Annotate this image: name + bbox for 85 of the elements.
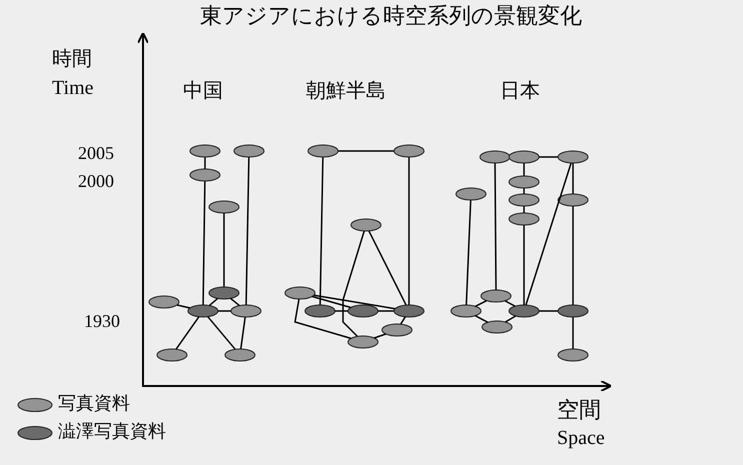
connector-line — [539, 310, 558, 312]
connector-line — [314, 294, 396, 310]
photo-ellipse — [393, 144, 425, 158]
photo-ellipse — [233, 144, 265, 158]
photo-ellipse — [450, 304, 482, 318]
connector-line — [335, 310, 348, 312]
photo-ellipse — [557, 348, 589, 362]
photo-ellipse — [508, 212, 540, 226]
connector-line — [245, 156, 250, 306]
photo-ellipse — [224, 348, 256, 362]
connector-line — [474, 315, 488, 323]
connector-line — [523, 188, 525, 194]
connector-line — [539, 156, 558, 158]
connector-line — [207, 316, 236, 350]
axis-label: 時間 — [52, 48, 92, 68]
connector-line — [378, 310, 394, 312]
region-label: 日本 — [500, 80, 540, 100]
photo-ellipse — [381, 323, 413, 337]
axis-label: Space — [557, 428, 605, 448]
region-label: 朝鮮半島 — [306, 80, 386, 100]
photo-ellipse — [230, 304, 262, 318]
photo-ellipse — [455, 187, 487, 201]
photo-ellipse — [189, 168, 221, 182]
photo-ellipse — [156, 348, 188, 362]
connector-line — [572, 317, 574, 349]
photo-ellipse — [347, 335, 379, 349]
legend-text: 写真資料 — [58, 395, 130, 413]
photo-ellipse — [557, 193, 589, 207]
dark-photo-ellipse — [347, 304, 379, 318]
connector-line — [342, 230, 365, 337]
dark-photo-ellipse — [304, 304, 336, 318]
connector-line — [319, 156, 324, 306]
photo-ellipse — [508, 193, 540, 207]
year-label: 1930 — [84, 312, 120, 330]
photo-ellipse — [284, 286, 316, 300]
connector-line — [494, 163, 497, 290]
dark-photo-ellipse — [187, 304, 219, 318]
connector-line — [523, 163, 525, 176]
connector-line — [312, 296, 351, 308]
connector-line — [175, 316, 200, 350]
photo-ellipse — [508, 175, 540, 189]
legend-text: 澁澤写真資料 — [58, 423, 166, 441]
connector-line — [504, 300, 516, 307]
connector-line — [230, 298, 240, 306]
diagram-title: 東アジアにおける時空系列の景観変化 — [200, 6, 582, 28]
connector-line — [408, 157, 410, 305]
connector-line — [523, 225, 525, 305]
axis-label: 空間 — [557, 400, 601, 422]
connector-line — [218, 310, 231, 312]
dark-photo-ellipse — [208, 286, 240, 300]
region-label: 中国 — [183, 80, 223, 100]
connector-line — [202, 180, 206, 306]
connector-line — [400, 316, 406, 325]
axis-label: Time — [52, 78, 94, 98]
photo-ellipse — [208, 200, 240, 214]
photo-ellipse — [189, 144, 221, 158]
photo-ellipse — [480, 289, 512, 303]
connector-line — [204, 157, 206, 169]
photo-ellipse — [508, 150, 540, 164]
photo-ellipse — [479, 150, 511, 164]
connector-line — [240, 316, 246, 350]
photo-ellipse — [557, 150, 589, 164]
connector-line — [505, 315, 516, 323]
connector-line — [466, 200, 472, 306]
photo-ellipse — [148, 295, 180, 309]
dark-photo-ellipse — [557, 304, 589, 318]
year-label: 2005 — [78, 144, 114, 162]
photo-ellipse — [481, 320, 513, 334]
connector-line — [294, 298, 352, 340]
photo-ellipse — [307, 144, 339, 158]
year-label: 2000 — [78, 172, 114, 190]
connector-line — [572, 163, 574, 194]
connector-line — [338, 150, 394, 152]
dark-photo-ellipse — [508, 304, 540, 318]
connector-line — [374, 333, 386, 339]
connector-line — [368, 230, 407, 306]
photo-ellipse — [350, 218, 382, 232]
connector-line — [176, 304, 190, 309]
connector-line — [208, 298, 218, 306]
connector-line — [523, 206, 525, 213]
dark-photo-ellipse — [393, 304, 425, 318]
connector-line — [572, 206, 574, 305]
connector-line — [475, 300, 487, 307]
connector-line — [525, 162, 572, 306]
connector-line — [223, 213, 225, 287]
